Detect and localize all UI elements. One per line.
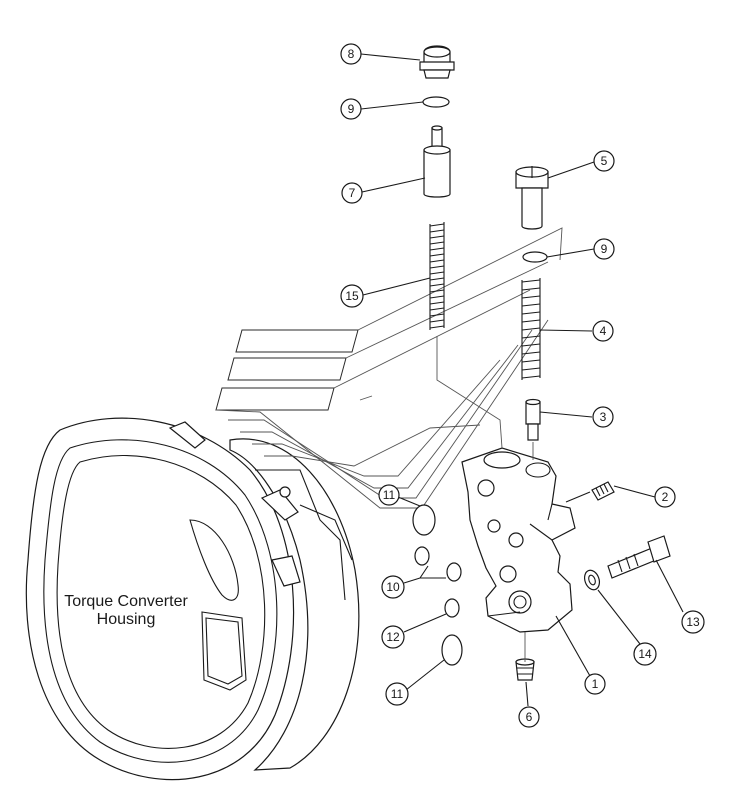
- housing-label-line2: Housing: [97, 611, 156, 628]
- callout-9-right: 9: [593, 238, 615, 260]
- part-13-bolt: [607, 535, 671, 579]
- svg-text:7: 7: [349, 186, 356, 200]
- svg-text:4: 4: [600, 324, 607, 338]
- part-10-oring-b: [446, 562, 462, 582]
- svg-text:6: 6: [526, 710, 533, 724]
- part-3-valve: [525, 398, 541, 441]
- part-7-plunger: [423, 125, 451, 198]
- torque-converter-housing: [25, 417, 360, 781]
- svg-text:11: 11: [391, 687, 404, 701]
- callout-4: 4: [592, 320, 614, 342]
- part-11-oring: [412, 504, 436, 536]
- part-1-valve-body: [461, 447, 576, 633]
- callout-14: 14: [633, 642, 657, 666]
- part-11-oring-lower: [441, 634, 463, 666]
- callout-10: 10: [381, 575, 405, 599]
- callout-7: 7: [341, 182, 363, 204]
- svg-text:9: 9: [601, 242, 608, 256]
- callout-2: 2: [654, 486, 676, 508]
- callout-8: 8: [340, 43, 362, 65]
- svg-text:15: 15: [345, 289, 359, 303]
- callout-12: 12: [381, 625, 405, 649]
- callout-6: 6: [518, 706, 540, 728]
- svg-text:2: 2: [662, 490, 669, 504]
- svg-text:9: 9: [348, 102, 355, 116]
- svg-text:14: 14: [638, 647, 652, 661]
- svg-text:11: 11: [383, 488, 396, 502]
- svg-text:5: 5: [601, 154, 608, 168]
- callout-9: 9: [340, 98, 362, 120]
- callout-15: 15: [340, 284, 364, 308]
- part-5-bolt: [515, 166, 549, 230]
- callout-13: 13: [681, 610, 705, 634]
- svg-text:10: 10: [386, 580, 400, 594]
- callout-11-upper: 11: [378, 484, 400, 506]
- part-4-spring: [521, 278, 541, 380]
- part-6-plug: [515, 658, 535, 681]
- part-15-spring: [429, 222, 445, 330]
- callout-3: 3: [592, 406, 614, 428]
- callout-11-lower: 11: [385, 682, 409, 706]
- svg-text:3: 3: [600, 410, 607, 424]
- part-8-plug: [419, 45, 455, 79]
- watermark-logo: [215, 227, 563, 509]
- part-2-setscrew: [591, 481, 615, 501]
- svg-text:13: 13: [686, 615, 700, 629]
- callout-1: 1: [584, 673, 606, 695]
- part-10-oring-a: [414, 546, 430, 566]
- svg-text:1: 1: [592, 677, 599, 691]
- svg-text:8: 8: [348, 47, 355, 61]
- callout-5: 5: [593, 150, 615, 172]
- part-12-oring: [444, 598, 460, 618]
- leader-lines: [360, 53, 684, 707]
- svg-text:12: 12: [386, 630, 400, 644]
- housing-label-line1: Torque Converter: [64, 593, 188, 610]
- part-9-oring-right: [522, 251, 548, 263]
- part-14-washer: [583, 569, 601, 591]
- part-9-oring: [422, 96, 450, 108]
